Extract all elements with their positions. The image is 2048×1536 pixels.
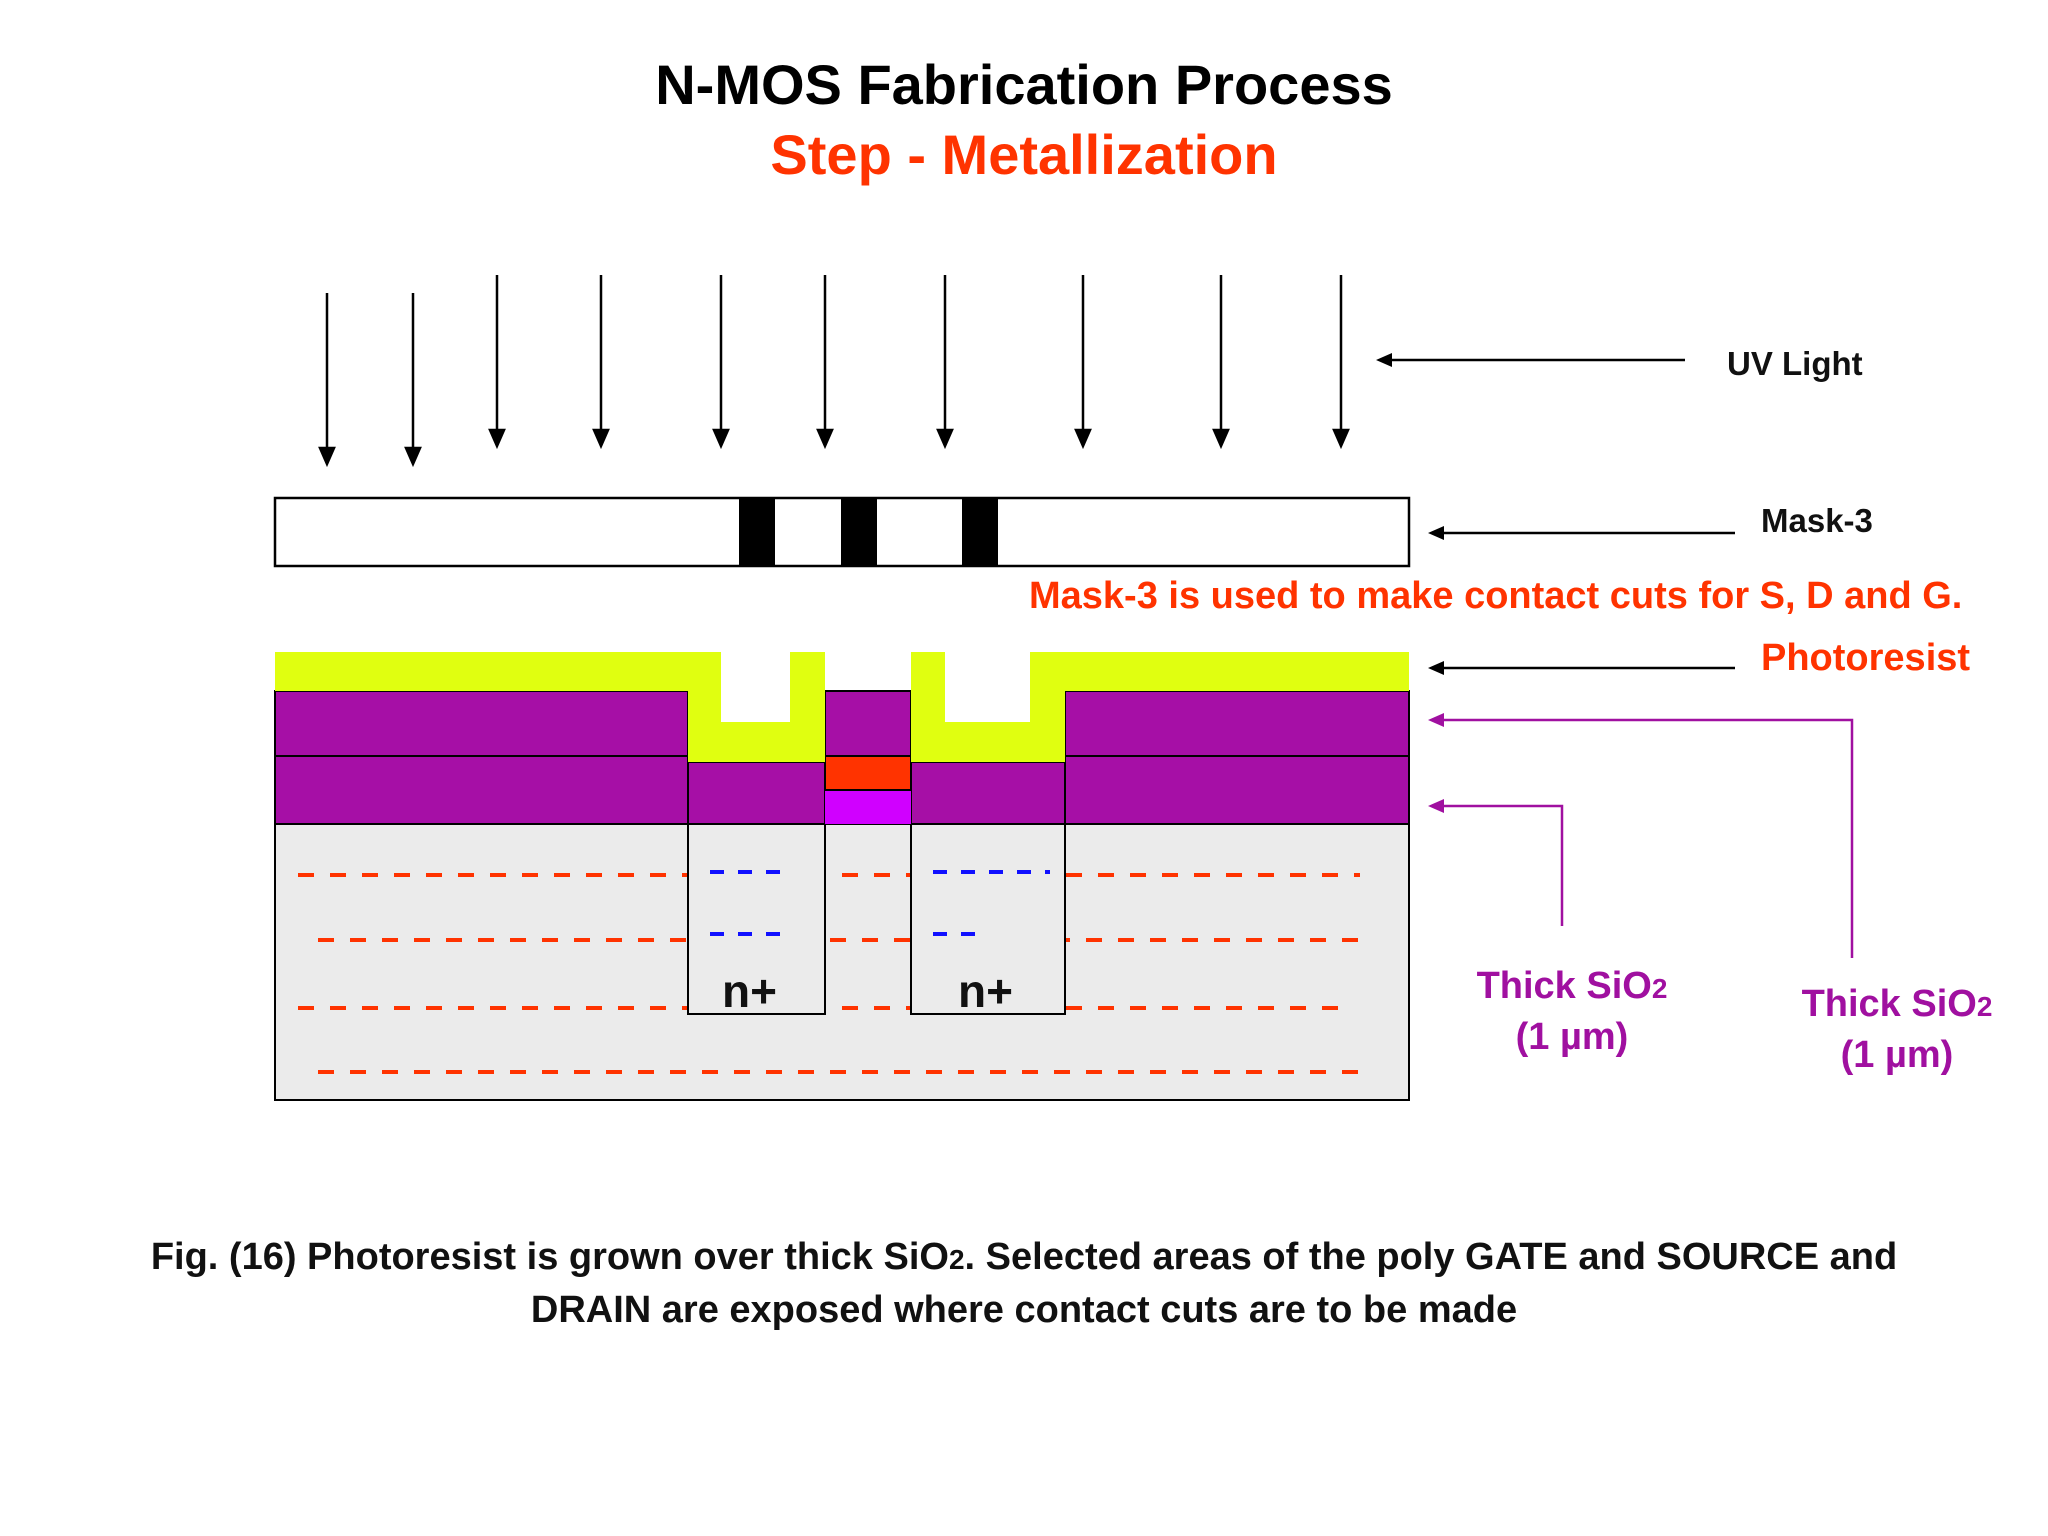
drain-well xyxy=(910,823,1066,1015)
mask-note: Mask-3 is used to make contact cuts for … xyxy=(1029,575,1963,617)
p-substrate xyxy=(274,823,1410,1101)
caption-line2: DRAIN are exposed where contact cuts are… xyxy=(530,1289,1518,1331)
uv-arrowhead xyxy=(1074,428,1092,450)
uv-arrowhead xyxy=(712,428,730,450)
mask-opaque-region xyxy=(962,498,998,566)
page-subtitle: Step - Metallization xyxy=(770,123,1278,186)
figure-caption: Fig. (16) Photoresist is grown over thic… xyxy=(40,1232,2008,1335)
sio2-label-lower-subscript: 2 xyxy=(1651,973,1668,1004)
thick-oxide-upper xyxy=(274,690,1410,757)
drain-n-plus-label: n+ xyxy=(958,965,1013,1017)
thick-oxide-lower xyxy=(274,755,1410,825)
sio2-label-lower-text: Thick SiO xyxy=(1476,965,1652,1007)
gate-oxide xyxy=(825,790,911,824)
polysilicon-gate xyxy=(824,755,912,791)
photoresist-label: Photoresist xyxy=(1761,637,1971,679)
source-n-plus-label: n+ xyxy=(722,965,777,1017)
mask-label: Mask-3 xyxy=(1761,502,1873,539)
uv-arrowhead xyxy=(488,428,506,450)
uv-arrowhead xyxy=(404,446,422,468)
uv-pointer xyxy=(1376,353,1685,367)
caption-line1-suffix: . Selected areas of the poly GATE and SO… xyxy=(964,1236,1898,1278)
mask-3 xyxy=(273,496,1411,568)
page-title: N-MOS Fabrication Process xyxy=(655,53,1393,116)
caption-line1-prefix: Fig. (16) Photoresist is grown over thic… xyxy=(150,1236,949,1278)
sio2-label-upper-thickness: (1 µm) xyxy=(1840,1034,1954,1076)
source-well xyxy=(687,823,826,1015)
sio2-label-lower-thickness: (1 µm) xyxy=(1515,1016,1629,1058)
photoresist-layer xyxy=(275,652,1409,762)
uv-arrowhead xyxy=(1212,428,1230,450)
mask-opaque-region xyxy=(739,498,775,566)
uv-arrowhead xyxy=(1332,428,1350,450)
uv-arrowhead xyxy=(318,446,336,468)
uv-arrowhead xyxy=(816,428,834,450)
photoresist-pointer xyxy=(1428,661,1735,675)
sio2-lower-pointer xyxy=(1440,804,1564,926)
uv-arrowhead xyxy=(592,428,610,450)
uv-arrowhead xyxy=(936,428,954,450)
sio2-label-upper-text: Thick SiO xyxy=(1801,983,1977,1025)
sio2-label-lower: Thick SiO2 (1 µm) xyxy=(1462,962,1682,1061)
sio2-upper-pointer xyxy=(1440,718,1854,958)
mask-pointer xyxy=(1428,526,1735,540)
uv-light-arrows xyxy=(318,275,1350,468)
mask-opaque-region xyxy=(841,498,877,566)
sio2-label-upper: Thick SiO2 (1 µm) xyxy=(1787,980,2007,1079)
sio2-label-upper-subscript: 2 xyxy=(1976,991,1993,1022)
uv-light-label: UV Light xyxy=(1727,345,1863,382)
caption-line1-subscript: 2 xyxy=(948,1244,965,1275)
